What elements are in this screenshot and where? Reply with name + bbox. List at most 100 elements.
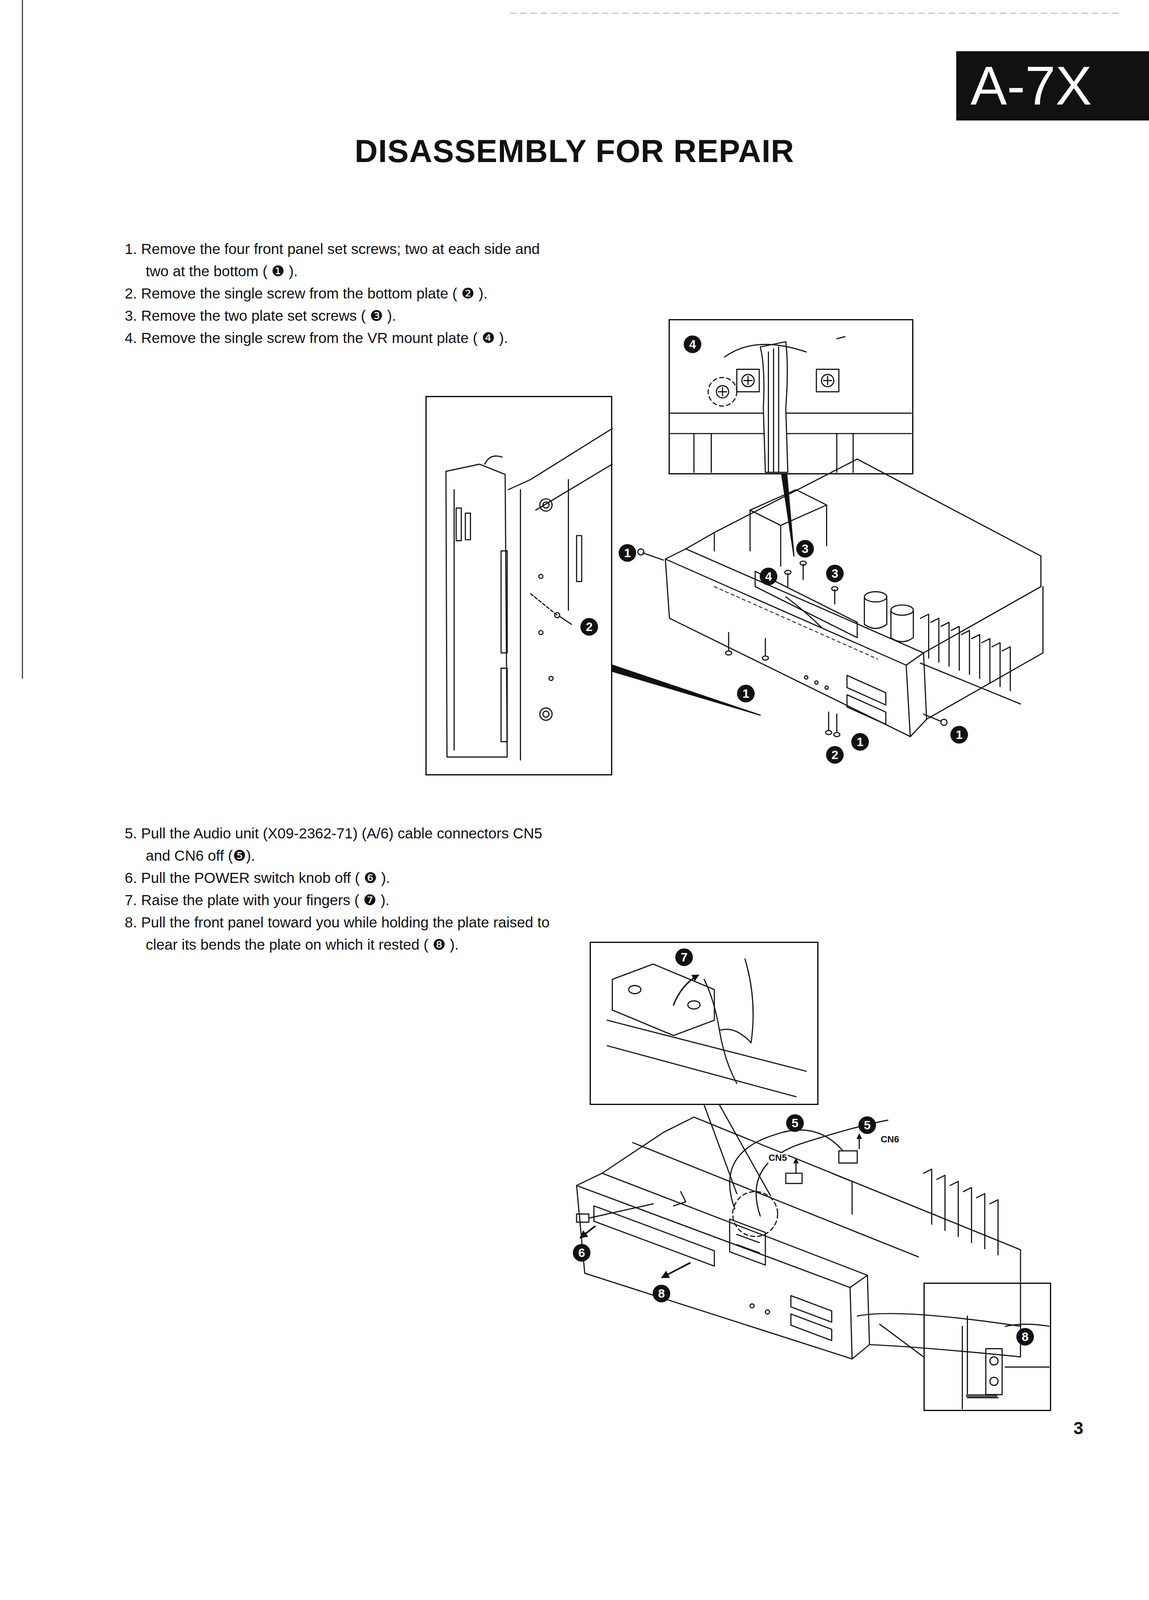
inset-drawing-part: [736, 369, 759, 392]
chassis-lower-part: [831, 1173, 853, 1215]
inset-frame: 7: [589, 941, 819, 1106]
leader-wedge-part: [612, 665, 761, 716]
instruction-step: 6. Pull the POWER switch knob off ( ❻ ).: [124, 866, 554, 890]
label-holder: 1: [737, 684, 755, 703]
label-holder: 3: [826, 564, 844, 583]
leader-line-part: [719, 1105, 771, 1197]
callout-number: 6: [572, 1244, 591, 1262]
chassis-upper-part: [814, 681, 819, 685]
label-holder: CN5: [767, 1153, 788, 1164]
callout-number: 3: [796, 540, 814, 558]
inset-drawing-part: [708, 377, 737, 407]
chassis-lower-part: [838, 1151, 858, 1164]
leader-line-part: [704, 1105, 738, 1194]
chassis-lower-part: [588, 1204, 654, 1219]
chassis-lower-part: [729, 1130, 843, 1210]
inset-drawing-part: [1005, 1324, 1050, 1368]
label-holder: CN6: [879, 1134, 900, 1145]
inset-drawing-part: [567, 479, 570, 611]
instruction-step: 8. Pull the front panel toward you while…: [124, 911, 554, 956]
chassis-lower: [576, 1117, 1021, 1360]
label-holder: 2: [826, 746, 844, 764]
label-holder: 1: [618, 544, 637, 562]
label-holder: 8: [652, 1285, 671, 1303]
inset-drawing-part: [716, 385, 729, 399]
inset-frame: 2: [425, 396, 613, 776]
inset-drawing-part: [484, 456, 502, 465]
inset-drawing-part: [628, 985, 641, 994]
screw-part: [825, 730, 832, 735]
chassis-lower-part: [729, 1219, 766, 1266]
page-title: DISASSEMBLY FOR REPAIR: [354, 133, 795, 169]
inset-drawing-part: [548, 676, 554, 681]
chassis-upper-part: [864, 591, 887, 602]
inset-drawing-part: [607, 1020, 807, 1097]
inset-drawing-part: [530, 593, 558, 616]
inset-drawing-part: [456, 508, 462, 541]
page-rule-part: [510, 13, 1123, 14]
screw-part: [764, 638, 766, 656]
inset-drawing-part: [742, 374, 755, 387]
inset-drawing-part: [554, 612, 560, 618]
instruction-step: 5. Pull the Audio unit (X09-2362-71) (A/…: [124, 822, 554, 867]
connector-name: CN5: [767, 1153, 788, 1164]
callout-number: 5: [858, 1116, 877, 1135]
inset-drawing-part: [501, 668, 508, 743]
inset-drawing-part: [760, 341, 788, 473]
inset-drawing-part: [816, 369, 839, 392]
inset-drawing-part: [576, 535, 582, 582]
screw-part: [787, 573, 789, 588]
callout-number: 7: [675, 948, 693, 967]
inset-drawing-part: [836, 336, 845, 339]
chassis-upper-part: [665, 548, 924, 666]
inset-drawing-part: [989, 1357, 998, 1366]
model-badge: A-7X: [956, 51, 1149, 121]
screw-part: [836, 714, 838, 733]
chassis-upper-part: [910, 653, 927, 737]
chassis-upper-part: [714, 586, 878, 660]
inset-drawing-part: [543, 502, 550, 509]
drawing: [22, 0, 1123, 1410]
label-holder: 6: [572, 1244, 591, 1262]
chassis-lower-part: [785, 1173, 803, 1184]
label-holder: 5: [858, 1116, 877, 1135]
chassis-upper-part: [890, 610, 913, 642]
inset-drawing-part: [465, 513, 471, 540]
instruction-step: 2. Remove the single screw from the bott…: [124, 282, 554, 305]
screw-part: [802, 564, 804, 580]
callout-number: 4: [759, 567, 778, 586]
inset-frame: 4: [668, 319, 914, 475]
inset-drawing-part: [719, 1029, 751, 1044]
instruction-step: 1. Remove the four front panel set screw…: [124, 237, 554, 283]
inset-drawing-part: [989, 1377, 998, 1386]
chassis-upper-part: [926, 586, 1043, 720]
screw-part: [940, 719, 948, 726]
inset-drawing-part: [967, 1316, 999, 1399]
inset-drawing-part: [821, 374, 834, 387]
direction-arrow-part: [795, 1159, 797, 1174]
screw-part: [800, 561, 807, 566]
instruction-step: 3. Remove the two plate set screws ( ❸ )…: [124, 304, 554, 327]
screw-part: [762, 655, 769, 661]
screw-part: [828, 712, 830, 731]
inset-drawing-part: [961, 1326, 963, 1410]
inset-frame: 8: [923, 1282, 1052, 1412]
chassis-upper-part: [847, 695, 886, 725]
chassis-lower-part: [693, 1117, 1021, 1327]
inset-drawing-part: [704, 979, 738, 1084]
screw-part: [784, 570, 792, 575]
chassis-upper-part: [785, 597, 822, 628]
callout-number: 2: [580, 618, 599, 636]
direction-arrow-part: [580, 1226, 596, 1239]
inset-drawing-part: [530, 428, 613, 511]
screw-part: [725, 650, 732, 656]
direction-arrow-part: [662, 1263, 690, 1278]
chassis-lower-part: [632, 1143, 919, 1258]
screw-part: [834, 590, 836, 605]
leader-line: [704, 1105, 924, 1358]
chassis-upper-part: [890, 605, 913, 616]
label-holder: 3: [796, 540, 814, 558]
screw-part: [637, 548, 645, 556]
label-holder: 5: [786, 1114, 804, 1133]
